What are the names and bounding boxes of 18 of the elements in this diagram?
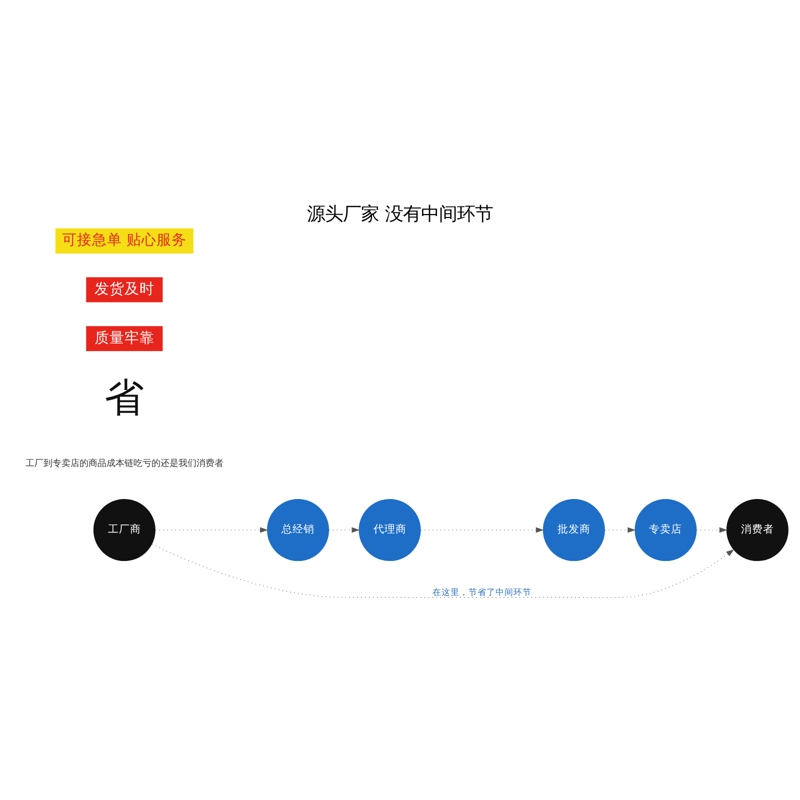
arrow [152,544,734,598]
edge-label: 在这里，节省了中间环节 [432,588,532,598]
label: 可接急单 贴心服务 [62,232,187,249]
node-circle: 批发商 [542,499,605,562]
node-circle: 总经销 [267,499,330,562]
label: 工厂到专卖店的商品成本链吃亏的还是我们消费者 [25,458,224,469]
diagram-title: 源头厂家 没有中间环节 [307,204,493,226]
node-circle: 专卖店 [634,499,697,562]
arrow [696,527,728,533]
arrow [420,527,544,533]
label: 发货及时 [94,281,154,298]
node-circle: 代理商 [358,499,421,562]
label: 质量牢靠 [94,330,154,346]
arrow [155,527,268,533]
label: 省 [104,375,144,422]
arrow [328,527,360,533]
arrow [604,527,636,533]
node-circle: 工厂商 [93,499,156,562]
